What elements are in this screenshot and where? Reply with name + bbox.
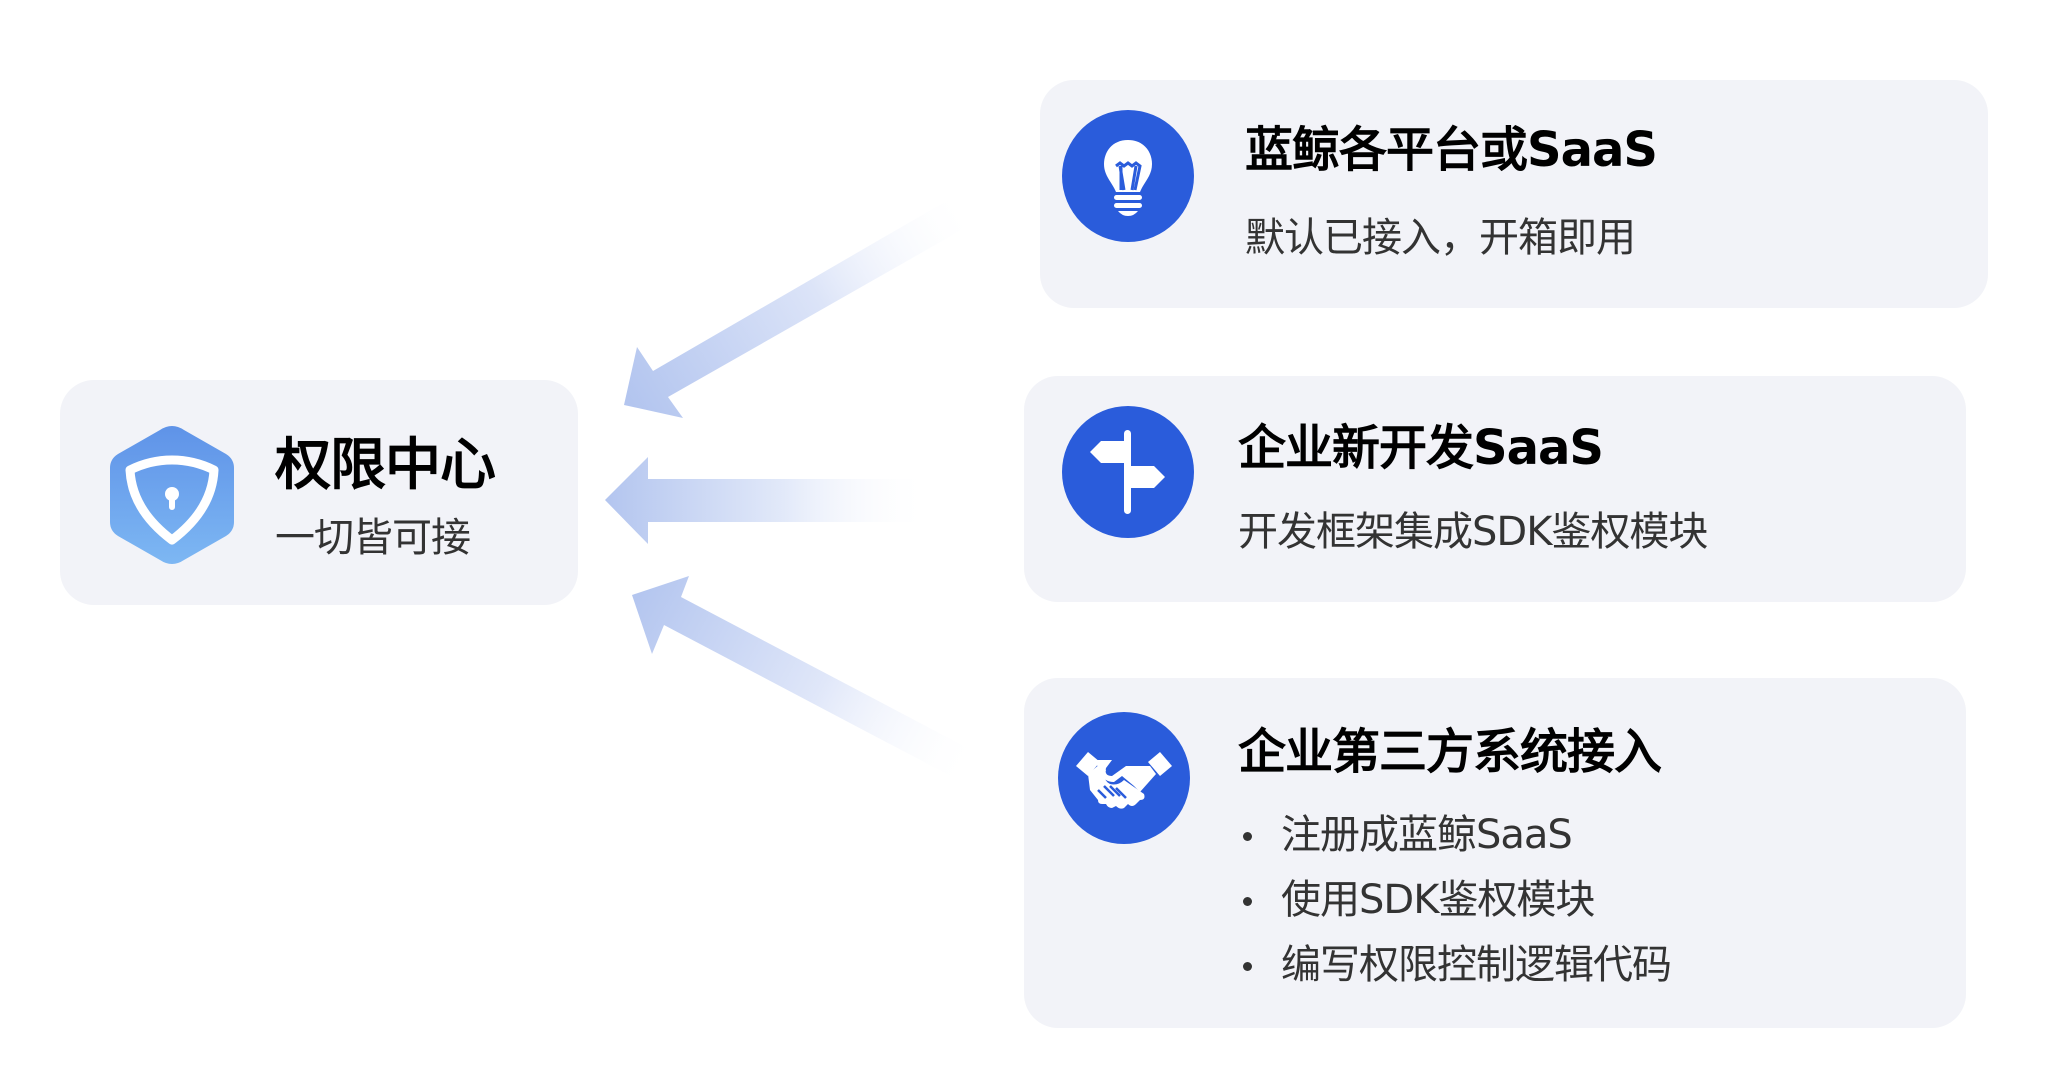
center-title: 权限中心 [275, 433, 496, 498]
bullet-dot-icon [1243, 962, 1252, 971]
list-item: 注册成蓝鲸SaaS [1243, 803, 1671, 868]
bullet-dot-icon [1243, 832, 1252, 841]
handshake-icon [1076, 752, 1172, 809]
card-1-subtitle: 默认已接入，开箱即用 [1245, 215, 1636, 261]
signpost-icon-circle [1062, 406, 1194, 538]
shield-keyhole-hexagon-icon [108, 424, 236, 566]
list-item: 使用SDK鉴权模块 [1243, 868, 1671, 933]
bullet-dot-icon [1243, 897, 1252, 906]
handshake-icon-circle [1058, 712, 1190, 844]
card-2-subtitle: 开发框架集成SDK鉴权模块 [1238, 509, 1708, 555]
center-subtitle: 一切皆可接 [275, 515, 471, 561]
card-3-bullet-list: 注册成蓝鲸SaaS 使用SDK鉴权模块 编写权限控制逻辑代码 [1243, 803, 1672, 998]
card-2-title: 企业新开发SaaS [1238, 420, 1604, 476]
lightbulb-icon [1104, 140, 1152, 216]
arrow-from-card-3 [632, 576, 975, 782]
card-3-title: 企业第三方系统接入 [1238, 724, 1662, 780]
card-third-party [1024, 678, 1966, 1028]
arrow-from-card-1 [624, 196, 972, 418]
lightbulb-icon-circle [1062, 110, 1194, 242]
arrow-from-card-2 [605, 457, 930, 544]
card-bluking-platforms [1040, 80, 1988, 308]
signpost-icon [1090, 430, 1165, 514]
card-1-title: 蓝鲸各平台或SaaS [1245, 122, 1658, 178]
list-item: 编写权限控制逻辑代码 [1243, 933, 1672, 998]
